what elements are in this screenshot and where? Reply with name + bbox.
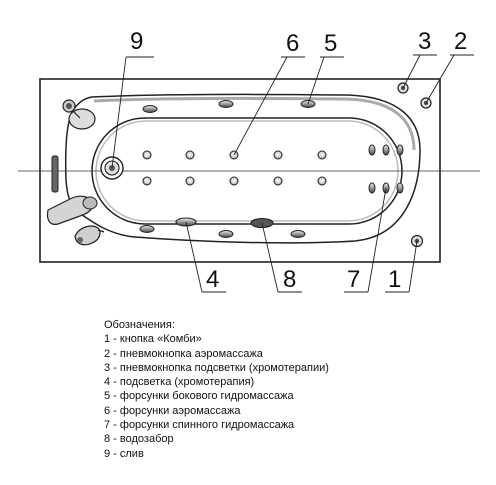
- aero-jet: [317, 150, 327, 160]
- legend-item: 1 - кнопка «Комби»: [104, 333, 202, 346]
- side-slot: [51, 155, 59, 193]
- side-hydro-jet: [139, 225, 155, 233]
- legend-item: 4 - подсветка (хромотерапия): [104, 376, 255, 389]
- legend-item: 6 - форсунки аэромассажа: [104, 404, 241, 417]
- callout-6: 6: [286, 30, 300, 57]
- legend-item: 5 - форсунки бокового гидромассажа: [104, 390, 294, 403]
- back-hydro-jet: [396, 144, 404, 156]
- side-hydro-jet: [218, 100, 234, 108]
- back-hydro-jet: [368, 182, 376, 194]
- bathtub-bowl-outline: [64, 93, 421, 244]
- faucet-spout-icon: [46, 195, 98, 225]
- aero-jet: [273, 150, 283, 160]
- callout-2: 2: [454, 28, 468, 55]
- bathtub-diagram: [18, 54, 480, 293]
- back-hydro-jets: [368, 144, 404, 194]
- legend-item: 9 - слив: [104, 447, 144, 460]
- aero-jet: [229, 176, 239, 186]
- leader-lines: [111, 54, 474, 293]
- callout-5: 5: [324, 30, 338, 57]
- callout-8: 8: [283, 266, 297, 293]
- side-hydro-jet: [142, 105, 158, 113]
- aero-massage-jets: [142, 150, 327, 186]
- legend-item: 2 - пневмокнопка аэромассажа: [104, 347, 263, 360]
- side-hydro-jet: [218, 230, 234, 238]
- callout-1: 1: [388, 266, 402, 293]
- legend-item: 7 - форсунки спинного гидромассажа: [104, 419, 295, 432]
- back-hydro-jet: [396, 182, 404, 194]
- side-hydro-jets-top: [142, 100, 316, 113]
- callout-7: 7: [347, 266, 361, 293]
- faucet-knob-icon: [62, 99, 96, 130]
- back-hydro-jet: [382, 144, 390, 156]
- aero-jet: [142, 150, 152, 160]
- bathtub-bowl-shadow: [93, 96, 416, 151]
- legend-item: 3 - пневмокнопка подсветки (хромотерапии…: [104, 361, 329, 374]
- legend-title: Обозначения:: [104, 319, 175, 331]
- legend-item: 8 - водозабор: [104, 433, 174, 446]
- aero-jet: [185, 176, 195, 186]
- side-hydro-jet: [290, 230, 306, 238]
- callout-4: 4: [206, 266, 220, 293]
- callout-3: 3: [418, 28, 432, 55]
- aero-jet: [317, 176, 327, 186]
- back-hydro-jet: [368, 144, 376, 156]
- shower-holder-icon: [74, 225, 105, 246]
- legend: Обозначения: 1 - кнопка «Комби» 2 - пнев…: [104, 318, 329, 461]
- aero-jet: [142, 176, 152, 186]
- callout-9: 9: [130, 28, 144, 55]
- side-hydro-jets-bottom: [139, 225, 306, 238]
- aero-jet: [273, 176, 283, 186]
- aero-jet: [185, 150, 195, 160]
